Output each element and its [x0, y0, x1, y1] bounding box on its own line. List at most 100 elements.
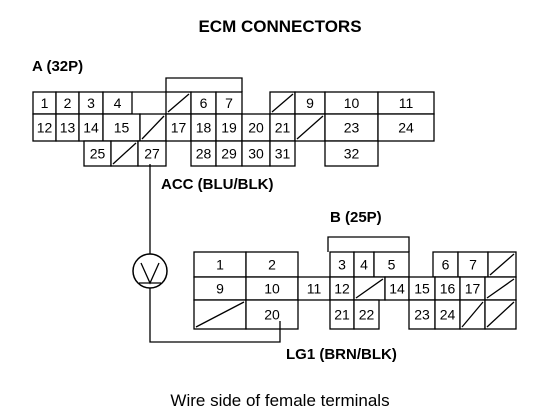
- empty-cavity: [484, 299, 517, 330]
- terminal-22: 22: [353, 299, 380, 330]
- terminal-10: 10: [324, 91, 379, 115]
- empty-cavity: [193, 299, 247, 330]
- terminal-21: 21: [269, 113, 296, 142]
- empty-cavity: [487, 251, 517, 278]
- terminal-9: 9: [193, 276, 247, 301]
- terminal-label: 11: [307, 281, 322, 297]
- terminal-label: 19: [221, 120, 237, 136]
- terminal-label: 22: [359, 307, 375, 323]
- terminal-label: 25: [90, 146, 106, 162]
- terminal-label: 3: [338, 257, 346, 273]
- terminal-27: 27: [137, 140, 167, 167]
- terminal-label: 9: [306, 95, 314, 111]
- terminal-31: 31: [269, 140, 296, 167]
- terminal-label: 30: [248, 146, 264, 162]
- terminal-30: 30: [241, 140, 271, 167]
- terminal-2: 2: [245, 251, 299, 278]
- terminal-10: 10: [245, 276, 299, 301]
- terminal-label: 27: [144, 146, 160, 162]
- caption: Wire side of female terminals: [170, 391, 390, 410]
- terminal-13: 13: [55, 113, 80, 142]
- terminal-21: 21: [329, 299, 355, 330]
- empty-cavity: [459, 299, 486, 330]
- terminal-25: 25: [83, 140, 112, 167]
- terminal-label: 21: [334, 307, 350, 323]
- terminal-label: 16: [440, 281, 456, 297]
- terminal-label: 15: [414, 281, 430, 297]
- terminal-15: 15: [408, 276, 436, 301]
- acc-wire-label: ACC (BLU/BLK): [161, 176, 274, 193]
- voltmeter-icon: [132, 253, 168, 289]
- terminal-label: 14: [389, 281, 405, 297]
- connector-a-lock-tab: [165, 77, 243, 92]
- terminal-label: 18: [196, 120, 212, 136]
- terminal-label: 10: [344, 95, 360, 111]
- lg1-wire-label: LG1 (BRN/BLK): [286, 346, 397, 363]
- terminal-12: 12: [32, 113, 57, 142]
- terminal-17: 17: [459, 276, 486, 301]
- terminal-6: 6: [190, 91, 217, 115]
- terminal-label: 20: [248, 120, 264, 136]
- terminal-9: 9: [294, 91, 326, 115]
- terminal-1: 1: [32, 91, 57, 115]
- terminal-label: 23: [414, 307, 430, 323]
- terminal-23: 23: [324, 113, 379, 142]
- terminal-label: 6: [442, 257, 450, 273]
- terminal-label: 24: [398, 120, 414, 136]
- terminal-15: 15: [102, 113, 141, 142]
- terminal-11: 11: [297, 276, 331, 301]
- terminal-label: 17: [171, 120, 187, 136]
- terminal-label: 7: [225, 95, 233, 111]
- empty-cavity: [110, 140, 139, 167]
- empty-cavity: [139, 113, 167, 142]
- terminal-label: 6: [200, 95, 208, 111]
- probe-wiring: [132, 164, 281, 343]
- terminal-20: 20: [241, 113, 271, 142]
- terminal-1: 1: [193, 251, 247, 278]
- terminal-label: 31: [275, 146, 291, 162]
- terminal-3: 3: [329, 251, 355, 278]
- terminal-label: 4: [360, 257, 368, 273]
- terminal-2: 2: [55, 91, 80, 115]
- terminal-7: 7: [215, 91, 243, 115]
- terminal-label: 20: [264, 307, 280, 323]
- terminal-label: 21: [275, 120, 291, 136]
- terminal-14: 14: [78, 113, 104, 142]
- terminal-3: 3: [78, 91, 104, 115]
- empty-cavity: [353, 276, 386, 301]
- terminal-17: 17: [165, 113, 192, 142]
- terminal-label: 1: [41, 95, 49, 111]
- empty-cavity: [269, 91, 296, 115]
- terminal-6: 6: [432, 251, 459, 278]
- terminal-11: 11: [377, 91, 435, 115]
- lg1-wire: [149, 288, 281, 343]
- terminal-23: 23: [408, 299, 436, 330]
- terminal-label: 13: [60, 120, 76, 136]
- terminal-label: 1: [216, 257, 224, 273]
- terminal-label: 5: [388, 257, 396, 273]
- terminal-19: 19: [215, 113, 243, 142]
- terminal-label: 24: [440, 307, 456, 323]
- terminal-label: 4: [114, 95, 122, 111]
- terminal-label: 9: [216, 281, 224, 297]
- terminal-14: 14: [384, 276, 410, 301]
- terminal-16: 16: [434, 276, 461, 301]
- terminal-24: 24: [434, 299, 461, 330]
- terminal-label: 2: [64, 95, 72, 111]
- terminal-label: 2: [268, 257, 276, 273]
- terminal-4: 4: [102, 91, 133, 115]
- terminal-label: 14: [83, 120, 99, 136]
- terminal-label: 17: [465, 281, 481, 297]
- terminal-32: 32: [324, 140, 379, 167]
- page-title: ECM CONNECTORS: [198, 17, 362, 36]
- empty-cavity: [294, 113, 326, 142]
- terminal-label: 32: [344, 146, 360, 162]
- terminal-12: 12: [329, 276, 355, 301]
- terminal-5: 5: [373, 251, 410, 278]
- terminal-7: 7: [457, 251, 489, 278]
- terminal-label: 10: [264, 281, 280, 297]
- terminal-29: 29: [215, 140, 243, 167]
